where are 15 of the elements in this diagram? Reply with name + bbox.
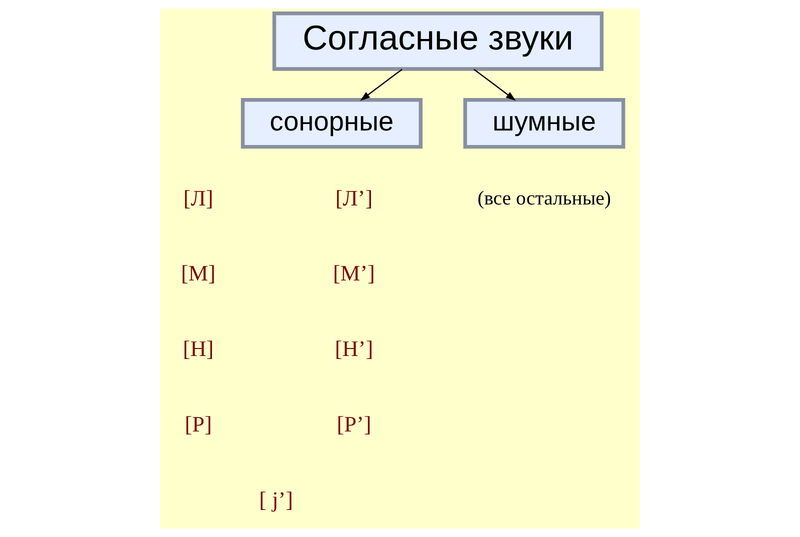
label: [М] <box>181 260 216 286</box>
arrow <box>360 68 402 101</box>
node-box: сонорные <box>240 98 423 149</box>
arrow <box>474 68 516 101</box>
label: [Л] <box>183 185 214 210</box>
label: [М’] <box>333 260 375 286</box>
label: (все остальные) <box>477 188 611 210</box>
label: [Н’] <box>334 336 374 362</box>
label: [Л’] <box>335 185 373 210</box>
label: [Р] <box>184 411 212 436</box>
node-box: Согласные звуки <box>272 12 604 71</box>
label: [Н] <box>182 336 214 362</box>
node-box: шумные <box>463 98 626 149</box>
label: [Р’] <box>336 411 372 436</box>
label: [ j’] <box>259 486 294 512</box>
